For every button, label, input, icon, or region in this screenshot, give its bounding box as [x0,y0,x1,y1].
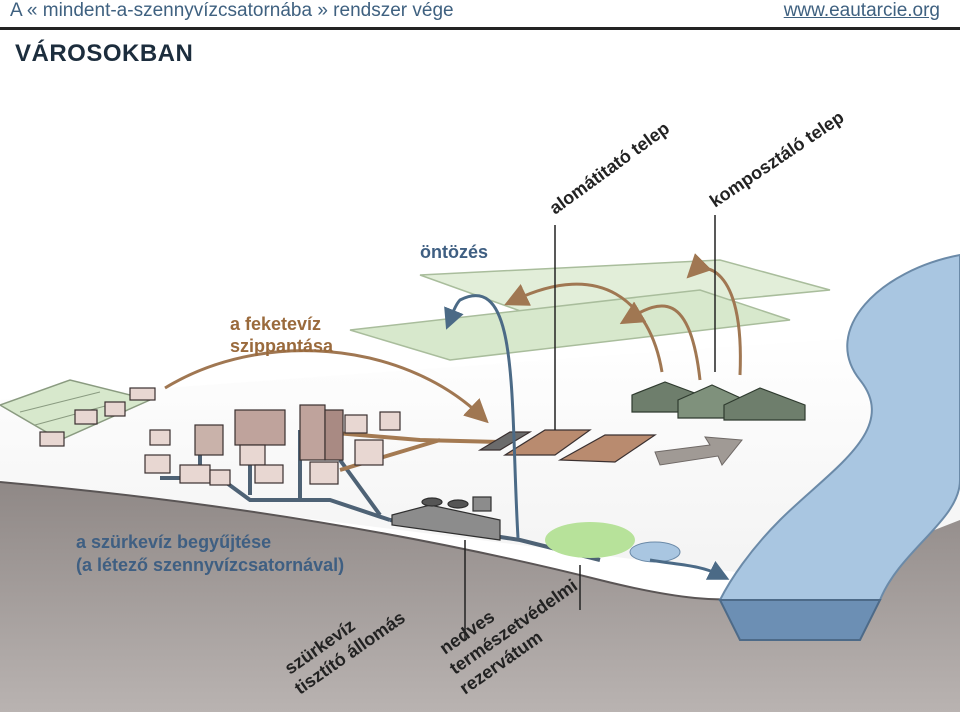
river-cross-section [718,599,882,641]
header-title: A « mindent-a-szennyvízcsatornába » rend… [10,0,454,21]
blackwater-label-line1: a feketevíz [230,314,321,334]
compost-return-arrow-2 [619,301,702,381]
website-link[interactable]: www.eautarcie.org [783,0,940,21]
wetland-reserve [545,522,681,563]
blackwater-label-line2: szippantása [230,336,334,356]
header-divider [0,27,960,30]
river [718,253,960,601]
compost-label: komposztáló telep [706,107,847,211]
ground-cross-section [0,482,960,712]
field-lower [349,289,791,361]
outflow-arrow [649,558,730,580]
blackwater-arrow [164,349,489,424]
greenhouses [631,381,806,421]
compost-return-arrow-1 [504,282,664,373]
city-buildings [39,387,401,486]
compost-return-arrow-3 [686,253,742,376]
section-title: VÁROSOKBAN [15,40,194,67]
anaerobic-label: alomátitató telep [546,118,673,218]
greywater-station [391,496,501,541]
greywater-label-line2: (a létező szennyvízcsatornával) [76,555,344,575]
label-leaders [464,215,716,640]
drying-beds [477,429,657,463]
greywater-label-line1: a szürkevíz begyűjtése [76,532,271,552]
irrigation-arrow [444,294,520,539]
irrigation-label: öntözés [420,242,488,262]
header: A « mindent-a-szennyvízcsatornába » rend… [0,0,960,28]
compost-arrow [654,436,743,466]
